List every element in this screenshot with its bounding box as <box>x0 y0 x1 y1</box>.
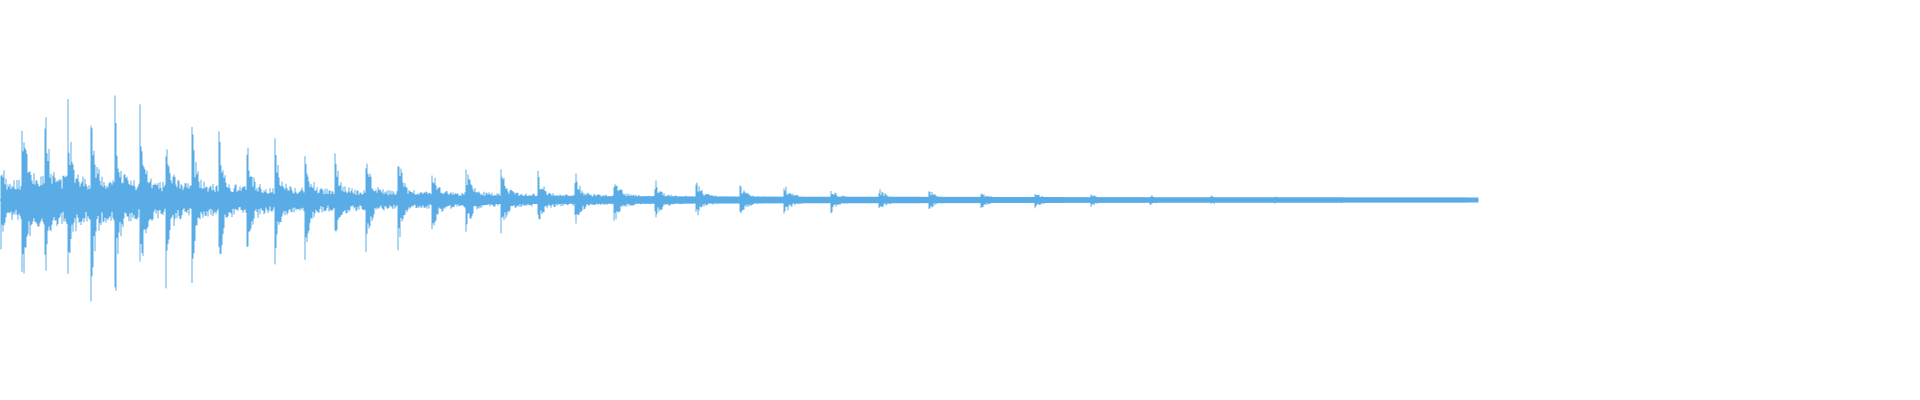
waveform-trace <box>0 95 1479 302</box>
